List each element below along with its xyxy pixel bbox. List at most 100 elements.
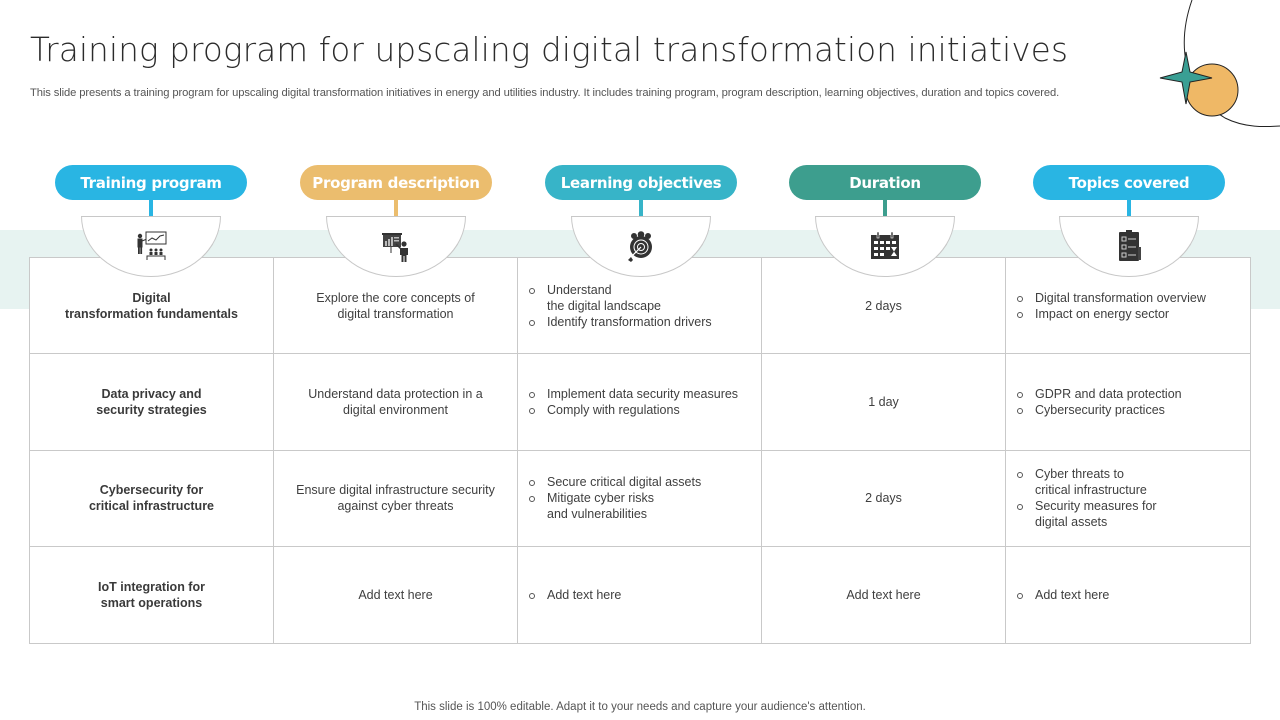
header-connector-line <box>149 200 153 217</box>
column-header-pill: Program description <box>300 165 492 200</box>
cell-text-line: Ensure digital infrastructure security <box>296 483 495 498</box>
slide-title: Training program for upscaling digital t… <box>30 30 1069 69</box>
cell-learning-objectives: Add text here <box>518 546 762 643</box>
slide-footer: This slide is 100% editable. Adapt it to… <box>414 701 866 713</box>
bullet-text-line: Add text here <box>547 587 622 602</box>
duration-value: Add text here <box>846 587 921 602</box>
header-connector-line <box>639 200 643 217</box>
bullet-item: Secure critical digital assets <box>528 474 701 490</box>
bullet-text-line: Security measures for <box>1035 499 1157 514</box>
bullet-text-line: Cybersecurity practices <box>1035 402 1165 417</box>
cell-text-line: Add text here <box>358 587 433 602</box>
presenter-board-icon <box>379 229 413 268</box>
column-header-learning-objectives: Learning objectives <box>545 165 737 277</box>
header-connector-line <box>394 200 398 217</box>
cell-text-line: digital transformation <box>337 306 454 321</box>
presentation-training-icon <box>134 229 168 268</box>
bullet-text-line: Identify transformation drivers <box>547 314 712 329</box>
cell-duration: 2 days <box>762 450 1006 547</box>
bullet-text-line: digital assets <box>1035 515 1108 530</box>
column-header-pill: Training program <box>55 165 247 200</box>
bullet-text-line: Add text here <box>1035 587 1110 602</box>
bullet-item: Comply with regulations <box>528 402 738 418</box>
cell-duration: 2 days <box>762 258 1006 355</box>
bullet-item: Digital transformation overview <box>1016 290 1206 306</box>
checklist-clipboard-icon <box>1112 229 1146 268</box>
decorative-star-circle-icon <box>1159 0 1280 128</box>
duration-value: 2 days <box>865 298 902 313</box>
bullet-text-line: Implement data security measures <box>547 386 739 401</box>
bullet-item: Cybersecurity practices <box>1016 402 1182 418</box>
header-connector-line <box>883 200 887 217</box>
cell-duration: 1 day <box>762 354 1006 451</box>
header-connector-line <box>1127 200 1131 217</box>
cell-text-line: Explore the core concepts of <box>316 290 475 305</box>
cell-text-line: IoT integration for <box>98 579 205 594</box>
duration-value: 1 day <box>868 394 899 409</box>
cell-topics-covered: Add text here <box>1006 547 1250 643</box>
duration-value: 2 days <box>865 491 902 506</box>
target-team-icon <box>624 229 658 268</box>
cell-text-line: smart operations <box>100 595 203 610</box>
bullet-text-line: Mitigate cyber risks <box>547 491 654 506</box>
bullet-text-line: Understand <box>547 282 612 297</box>
cell-text-line: transformation fundamentals <box>65 306 238 321</box>
cell-text-line: digital environment <box>343 402 448 417</box>
bullet-item: GDPR and data protection <box>1016 386 1182 402</box>
column-header-pill: Topics covered <box>1033 165 1225 200</box>
bullet-item: Impact on energy sector <box>1016 306 1206 322</box>
cell-text-line: security strategies <box>96 402 207 417</box>
bullet-text-line: and vulnerabilities <box>547 507 648 522</box>
bullet-text-line: Comply with regulations <box>547 402 680 417</box>
bullet-text-line: the digital landscape <box>547 298 661 313</box>
bullet-text-line: critical infrastructure <box>1035 483 1147 498</box>
column-header-pill: Duration <box>789 165 981 200</box>
bullet-text-line: Cyber threats to <box>1035 467 1124 482</box>
cell-text-line: Digital <box>132 290 171 305</box>
bullet-text-line: GDPR and data protection <box>1035 386 1182 401</box>
bullet-list: Add text here <box>1016 587 1109 603</box>
cell-text-line: Data privacy and <box>101 386 202 401</box>
bullet-item: Identify transformation drivers <box>528 314 712 330</box>
cell-duration: Add text here <box>762 546 1006 643</box>
bullet-item: Implement data security measures <box>528 386 738 402</box>
cell-program-description: Add text here <box>274 546 518 643</box>
bullet-item: Add text here <box>528 587 621 603</box>
cell-text-line: critical infrastructure <box>88 499 215 514</box>
cell-text-line: Understand data protection in a <box>308 386 483 401</box>
bullet-text-line: Digital transformation overview <box>1035 290 1206 305</box>
column-header-pill: Learning objectives <box>545 165 737 200</box>
bullet-list: Add text here <box>528 587 621 603</box>
calendar-hourglass-icon <box>868 229 902 268</box>
slide-subtitle: This slide presents a training program f… <box>30 87 1060 99</box>
cell-text-line: against cyber threats <box>337 499 454 514</box>
bullet-text-line: Secure critical digital assets <box>547 475 702 490</box>
bullet-item: Add text here <box>1016 587 1109 603</box>
bullet-text-line: Impact on energy sector <box>1035 306 1170 321</box>
cell-text-line: Cybersecurity for <box>99 483 204 498</box>
